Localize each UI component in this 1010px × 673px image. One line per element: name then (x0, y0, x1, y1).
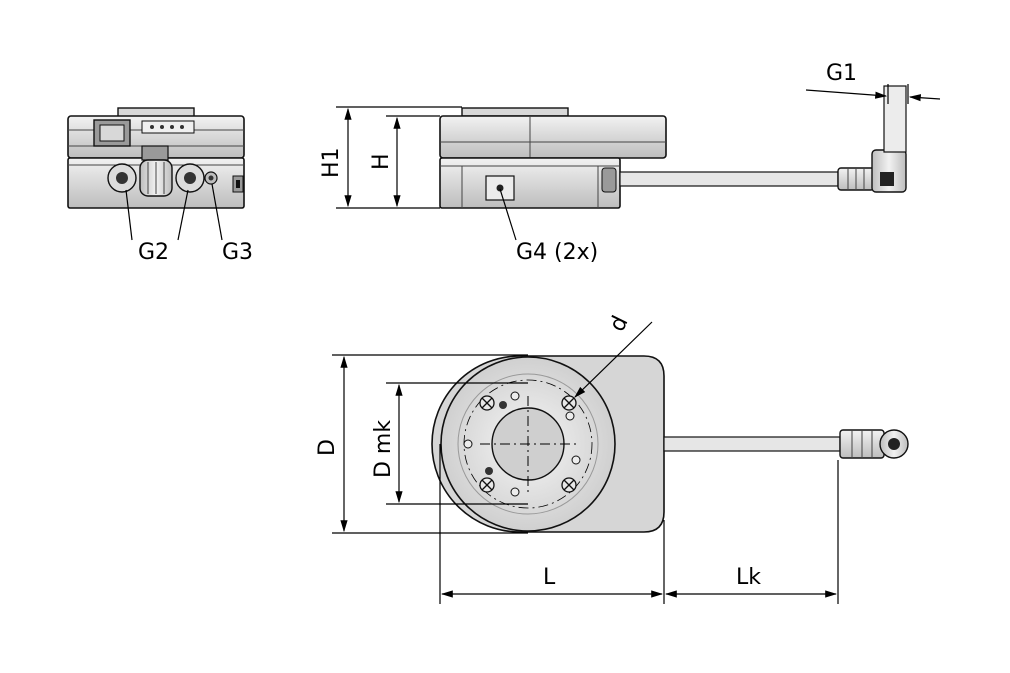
label-g4: G4 (2x) (516, 240, 598, 265)
label-g3: G3 (222, 240, 253, 265)
label-d-small: d (605, 312, 634, 336)
top-view: d D D mk L Lk (315, 312, 909, 604)
front-view: G2 G3 (67, 107, 253, 265)
side-view: H1 H G4 (2x) G1 (319, 61, 941, 265)
label-d-mk: D mk (371, 420, 396, 478)
label-d-outer: D (315, 439, 340, 456)
label-lk: Lk (736, 565, 761, 590)
label-h1: H1 (319, 147, 344, 178)
label-g2: G2 (138, 240, 169, 265)
label-l: L (543, 565, 556, 590)
label-g1: G1 (826, 61, 857, 86)
label-h: H (369, 153, 394, 170)
